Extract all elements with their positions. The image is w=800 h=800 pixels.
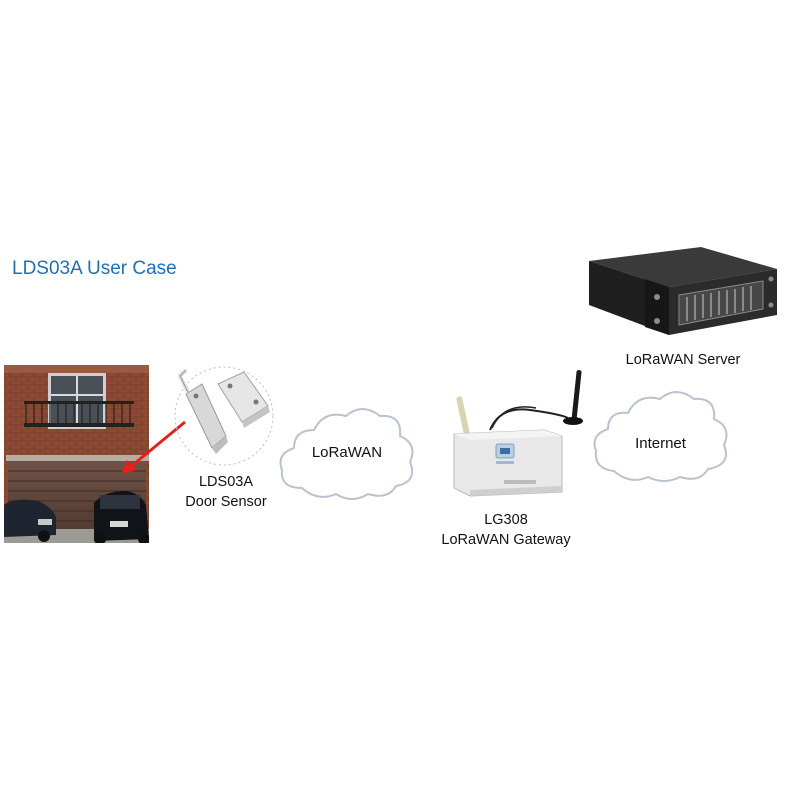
garage-photo bbox=[4, 365, 149, 543]
lorawan-cloud: LoRaWAN bbox=[272, 400, 422, 505]
sensor-description-label: Door Sensor bbox=[185, 494, 267, 510]
internet-cloud-label: Internet bbox=[635, 435, 686, 452]
internet-cloud: Internet bbox=[588, 385, 733, 485]
sensor-model-label: LDS03A bbox=[198, 474, 253, 490]
server-label: LoRaWAN Server bbox=[625, 352, 741, 368]
lorawan-cloud-label: LoRaWAN bbox=[311, 444, 383, 461]
sensor-placement-arrow bbox=[115, 418, 190, 478]
gateway-description-label: LoRaWAN Gateway bbox=[441, 532, 571, 548]
diagram-title: LDS03A User Case bbox=[12, 258, 177, 279]
door-sensor-image bbox=[172, 366, 277, 466]
gateway-image bbox=[440, 366, 590, 500]
server-image bbox=[585, 243, 780, 338]
gateway-model-label: LG308 bbox=[484, 512, 528, 528]
